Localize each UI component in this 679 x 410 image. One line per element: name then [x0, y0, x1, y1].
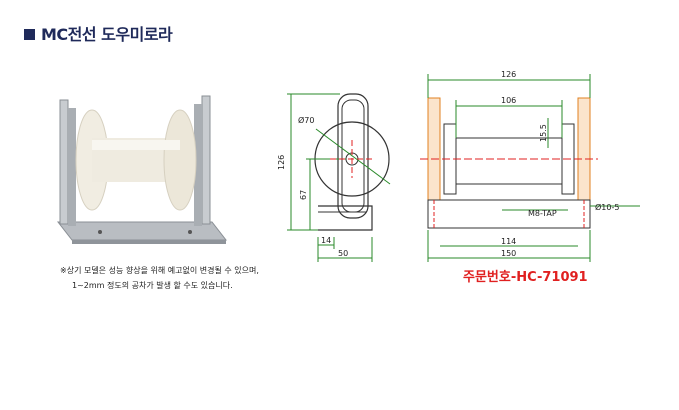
note-line-1: ※상기 모델은 성능 향상을 위해 예고없이 변경될 수 있으며, — [60, 266, 259, 275]
front-view-labels: 126 106 15.5 Ø10-5 M8-TAP 114 150 — [501, 70, 619, 258]
disclaimer-note: ※상기 모델은 성능 향상을 위해 예고없이 변경될 수 있으며, 1~2mm … — [60, 263, 259, 293]
order-number: 주문번호-HC-71091 — [463, 270, 588, 285]
dim-side-base: 50 — [338, 249, 348, 258]
page-title: MC전선 도우미로라 — [24, 21, 173, 45]
side-view-labels: Ø70 126 67 14 50 — [277, 115, 348, 258]
dim-front-hole: Ø10-5 — [595, 202, 619, 212]
dim-side-height: 126 — [277, 155, 286, 170]
side-view-drawing — [287, 93, 391, 262]
dim-front-tap: M8-TAP — [528, 209, 557, 218]
dim-side-inner: 14 — [321, 236, 331, 245]
note-line-2: 1~2mm 정도의 공차가 발생 할 수도 있습니다. — [72, 281, 233, 290]
title-square-icon — [24, 29, 35, 40]
dim-front-overall: 126 — [501, 70, 516, 79]
product-photo — [56, 95, 228, 244]
dim-diameter: Ø70 — [298, 115, 314, 125]
dim-front-hub: 15.5 — [539, 124, 548, 142]
front-view-drawing — [420, 74, 640, 262]
dim-front-roller: 106 — [501, 96, 516, 105]
dim-side-axle: 67 — [299, 190, 308, 200]
dim-front-base-total: 150 — [501, 249, 516, 258]
dim-front-base-inner: 114 — [501, 237, 516, 246]
title-text: MC전선 도우미로라 — [41, 25, 173, 44]
